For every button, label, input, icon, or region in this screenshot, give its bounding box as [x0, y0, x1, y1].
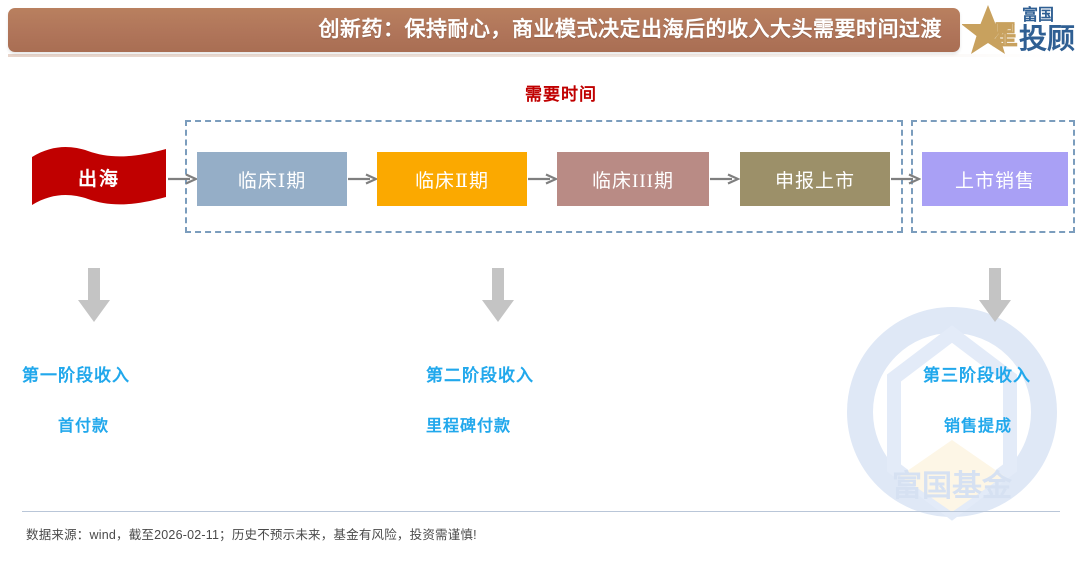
stage-box-market-application[interactable]: 申报上市: [740, 152, 890, 206]
watermark-text: 富国基金: [892, 469, 1013, 503]
brand-bottom-text: 投顾: [1019, 23, 1075, 54]
revenue-stage-2-title: 第二阶段收入: [426, 366, 534, 385]
down-arrow-stage-3: [978, 268, 1012, 324]
star-character: 星: [992, 20, 1018, 50]
star-icon: [961, 5, 1015, 54]
needs-time-caption: 需要时间: [525, 85, 597, 104]
stage-box-market-sales[interactable]: 上市销售: [922, 152, 1068, 206]
arrow-right-1: [348, 172, 379, 186]
slide-title-bar: 创新药：保持耐心，商业模式决定出海后的收入大头需要时间过渡: [8, 8, 960, 52]
brand-logo: 星 富国 投顾: [961, 2, 1076, 54]
revenue-stage-3-title: 第三阶段收入: [923, 366, 1031, 385]
arrow-right-4: [891, 172, 922, 186]
stage-box-clinical-phase-2[interactable]: 临床Ⅱ期: [377, 152, 527, 206]
revenue-stage-3-subtitle: 销售提成: [944, 418, 1013, 435]
footer-divider: [22, 511, 1060, 512]
page-title: 创新药：保持耐心，商业模式决定出海后的收入大头需要时间过渡: [318, 18, 942, 41]
overseas-flag: [30, 145, 168, 209]
stage-box-clinical-phase-1[interactable]: 临床Ⅰ期: [197, 152, 347, 206]
down-arrow-stage-1: [77, 268, 111, 324]
arrow-right-2: [528, 172, 559, 186]
revenue-stage-1-subtitle: 首付款: [58, 418, 110, 435]
stage-box-clinical-phase-3[interactable]: 临床III期: [557, 152, 709, 206]
brand-top-text: 富国: [1022, 5, 1054, 24]
title-underline: [8, 54, 1050, 57]
revenue-stage-1-title: 第一阶段收入: [22, 366, 130, 385]
arrow-right-0: [168, 172, 199, 186]
down-arrow-stage-2: [481, 268, 515, 324]
footer-disclaimer: 数据来源：wind，截至2026-02-11；历史不预示未来，基金有风险，投资需…: [26, 528, 477, 542]
arrow-right-3: [710, 172, 741, 186]
revenue-stage-2-subtitle: 里程碑付款: [426, 418, 512, 435]
development-phase-group: [185, 120, 903, 233]
